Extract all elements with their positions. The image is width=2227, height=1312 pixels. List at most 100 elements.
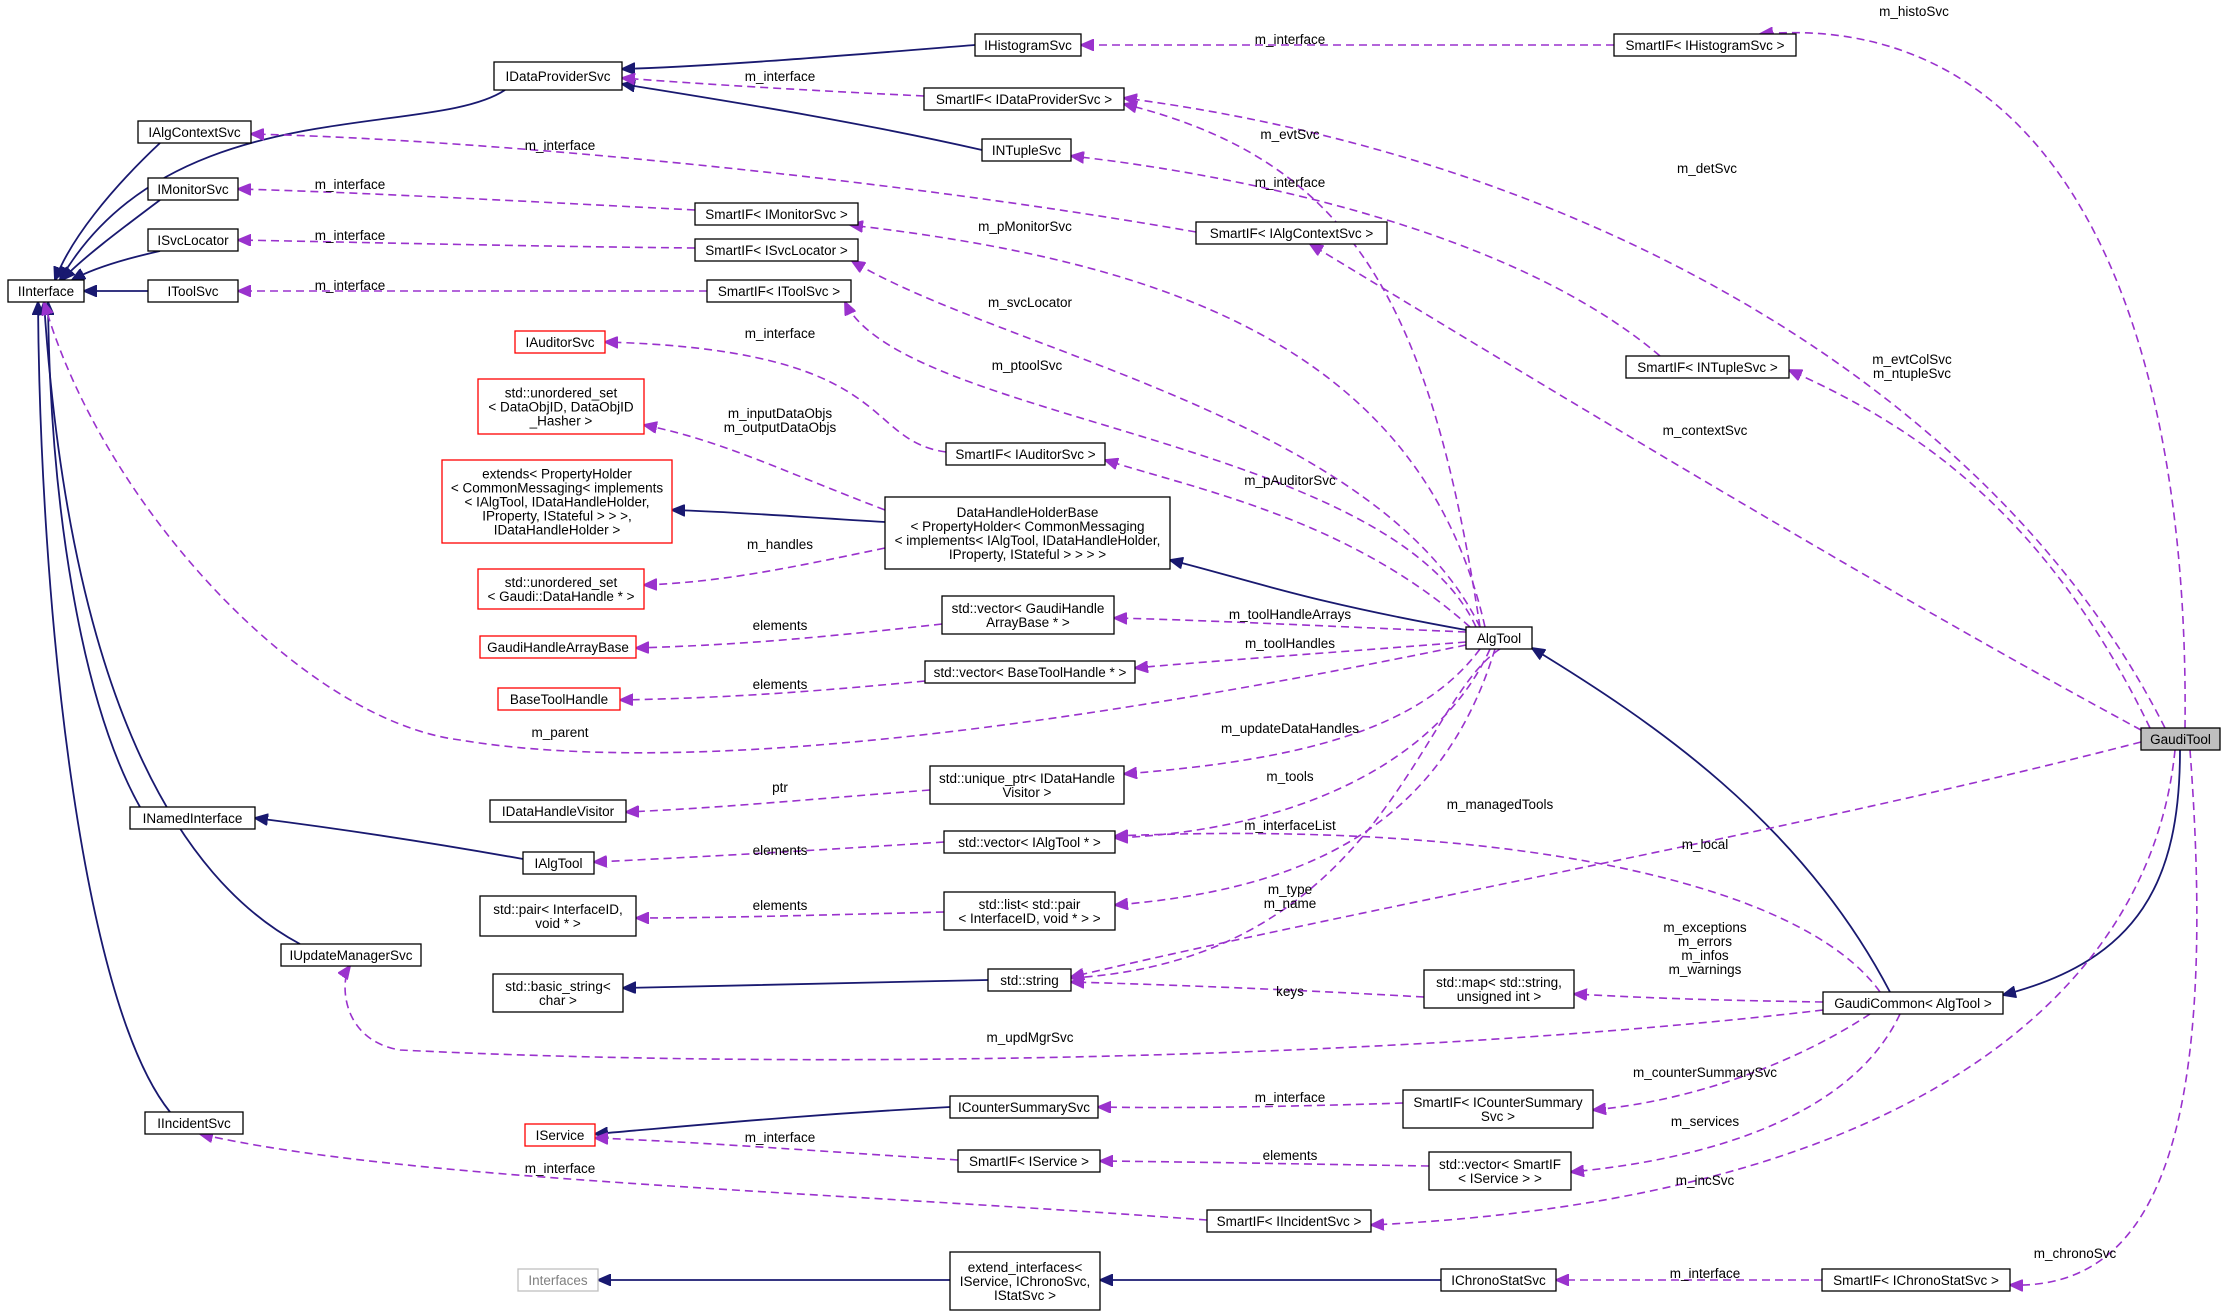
usage-edge-47 bbox=[44, 302, 1467, 754]
class-node-smartif-iservice[interactable]: SmartIF< IService > bbox=[957, 1149, 1101, 1173]
edge-label: m_interface bbox=[315, 228, 386, 243]
edge-label: m_local bbox=[1682, 837, 1729, 852]
class-node-smartif-imonitorsvc[interactable]: SmartIF< IMonitorSvc > bbox=[694, 202, 859, 226]
class-node-label: std::unordered_set< DataObjID, DataObjID… bbox=[488, 386, 633, 429]
class-node-iupdatemanagersvc[interactable]: IUpdateManagerSvc bbox=[280, 943, 422, 967]
class-node-label: ICounterSummarySvc bbox=[958, 1100, 1090, 1115]
usage-edge-55 bbox=[1310, 244, 2142, 731]
edge-label: m_chronoSvc bbox=[2034, 1246, 2117, 1261]
class-node-label: IToolSvc bbox=[167, 284, 218, 299]
usage-edge-27 bbox=[644, 425, 886, 511]
class-node-algtool[interactable]: AlgTool bbox=[1465, 626, 1533, 650]
class-node-list-pair[interactable]: std::list< std::pair< InterfaceID, void … bbox=[943, 891, 1116, 931]
edges-layer bbox=[38, 33, 2198, 1286]
usage-edge-37 bbox=[1100, 1161, 1430, 1166]
inheritance-edge-12 bbox=[1170, 560, 1467, 631]
class-node-intuplesvc[interactable]: INTupleSvc bbox=[981, 138, 1072, 162]
class-node-unordered-set-dataobjid[interactable]: std::unordered_set< DataObjID, DataObjID… bbox=[477, 378, 645, 435]
class-node-pair-interfaceid[interactable]: std::pair< InterfaceID,void * > bbox=[479, 895, 637, 937]
class-node-idatahandlevisitor[interactable]: IDataHandleVisitor bbox=[489, 799, 627, 823]
usage-edge-42 bbox=[852, 261, 1481, 628]
class-node-vector-basetoolhandle[interactable]: std::vector< BaseToolHandle * > bbox=[924, 660, 1136, 684]
class-node-label: SmartIF< ISvcLocator > bbox=[705, 243, 848, 258]
class-node-std-string[interactable]: std::string bbox=[987, 968, 1072, 992]
edge-label: m_interface bbox=[525, 138, 596, 153]
edge-label: m_evtSvc bbox=[1260, 127, 1320, 142]
class-node-iservice[interactable]: IService bbox=[524, 1123, 596, 1147]
class-node-datahandleholderbase[interactable]: DataHandleHolderBase< PropertyHolder< Co… bbox=[884, 496, 1171, 570]
edge-label: m_interfaceList bbox=[1244, 818, 1336, 833]
edge-label: m_interface bbox=[315, 177, 386, 192]
class-node-label: INamedInterface bbox=[143, 811, 243, 826]
class-node-isvclocator[interactable]: ISvcLocator bbox=[147, 228, 239, 252]
class-node-iauditorsvc[interactable]: IAuditorSvc bbox=[514, 330, 606, 354]
edge-label: m_interface bbox=[1255, 32, 1326, 47]
class-node-ialgtool[interactable]: IAlgTool bbox=[522, 851, 595, 875]
class-node-inamedinterface[interactable]: INamedInterface bbox=[129, 806, 256, 830]
usage-edge-61 bbox=[345, 966, 1824, 1061]
edge-label: m_updMgrSvc bbox=[986, 1030, 1073, 1045]
usage-edge-49 bbox=[1115, 648, 1491, 838]
class-node-smartif-iincidentsvc[interactable]: SmartIF< IIncidentSvc > bbox=[1206, 1209, 1372, 1233]
class-node-label: GaudiHandleArrayBase bbox=[487, 640, 629, 655]
usage-edge-59 bbox=[1115, 833, 1881, 993]
class-node-ichronostatsvc[interactable]: IChronoStatSvc bbox=[1440, 1268, 1557, 1292]
class-node-itoolsvc[interactable]: IToolSvc bbox=[147, 279, 239, 303]
class-node-icountersummarysvc[interactable]: ICounterSummarySvc bbox=[949, 1095, 1099, 1119]
class-node-iinterface[interactable]: IInterface bbox=[7, 279, 85, 303]
class-node-basic-string[interactable]: std::basic_string<char > bbox=[492, 973, 624, 1013]
class-node-smartif-iauditorsvc[interactable]: SmartIF< IAuditorSvc > bbox=[945, 442, 1106, 466]
class-node-gauditool[interactable]: GaudiTool bbox=[2140, 727, 2221, 751]
class-node-smartif-idataprovidersvc[interactable]: SmartIF< IDataProviderSvc > bbox=[923, 87, 1125, 111]
edge-label: m_toolHandleArrays bbox=[1229, 607, 1352, 622]
class-node-map-string-uint[interactable]: std::map< std::string,unsigned int > bbox=[1423, 969, 1575, 1009]
usage-edge-52 bbox=[1760, 33, 2186, 729]
class-node-imonitorsvc[interactable]: IMonitorSvc bbox=[147, 177, 239, 201]
class-node-label: SmartIF< IToolSvc > bbox=[718, 284, 840, 299]
usage-edge-33 bbox=[636, 911, 945, 918]
class-node-idataprovidersvc[interactable]: IDataProviderSvc bbox=[493, 61, 623, 91]
class-node-vector-smartif-iservice[interactable]: std::vector< SmartIF< IService > > bbox=[1428, 1151, 1572, 1191]
class-node-label: IAlgContextSvc bbox=[148, 125, 241, 140]
class-node-label: std::vector< SmartIF< IService > > bbox=[1439, 1157, 1561, 1186]
class-node-ialgcontextsvc[interactable]: IAlgContextSvc bbox=[137, 120, 252, 144]
class-node-smartif-ihistogramsvc[interactable]: SmartIF< IHistogramSvc > bbox=[1613, 33, 1797, 57]
class-node-label: extend_interfaces<IService, IChronoSvc,I… bbox=[960, 1260, 1091, 1303]
class-node-extends-propertyholder[interactable]: extends< PropertyHolder< CommonMessaging… bbox=[441, 459, 673, 544]
class-node-smartif-itoolsvc[interactable]: SmartIF< IToolSvc > bbox=[706, 279, 852, 303]
usage-edge-60 bbox=[1574, 994, 1824, 1003]
edge-label: m_updateDataHandles bbox=[1221, 721, 1359, 736]
usage-edge-46 bbox=[1135, 641, 1467, 668]
inheritance-edge-1 bbox=[55, 142, 161, 280]
class-node-gaudihandlearraybase[interactable]: GaudiHandleArrayBase bbox=[479, 635, 637, 659]
class-node-vector-ialgtool[interactable]: std::vector< IAlgTool * > bbox=[943, 830, 1116, 854]
class-node-label: std::unordered_set< Gaudi::DataHandle * … bbox=[487, 575, 634, 604]
class-node-smartif-ialgcontextsvc[interactable]: SmartIF< IAlgContextSvc > bbox=[1195, 221, 1388, 245]
edge-label: m_interface bbox=[745, 1130, 816, 1145]
edge-label: m_contextSvc bbox=[1663, 423, 1748, 438]
class-node-basetoolhandle[interactable]: BaseToolHandle bbox=[497, 687, 621, 711]
class-node-iincidentsvc[interactable]: IIncidentSvc bbox=[144, 1111, 244, 1135]
class-node-gaudicommon-algtool[interactable]: GaudiCommon< AlgTool > bbox=[1822, 991, 2004, 1015]
class-node-unordered-set-datahandle[interactable]: std::unordered_set< Gaudi::DataHandle * … bbox=[477, 568, 645, 610]
class-node-label: GaudiTool bbox=[2150, 732, 2211, 747]
class-node-smartif-isvclocator[interactable]: SmartIF< ISvcLocator > bbox=[694, 238, 859, 262]
class-node-ihistogramsvc[interactable]: IHistogramSvc bbox=[974, 33, 1082, 57]
class-node-interfaces[interactable]: Interfaces bbox=[517, 1268, 599, 1292]
edge-label: m_services bbox=[1671, 1114, 1740, 1129]
edge-label: elements bbox=[753, 843, 808, 858]
usage-edge-40 bbox=[1124, 104, 1481, 628]
usage-edge-53 bbox=[1124, 98, 2166, 729]
edge-label: m_interface bbox=[745, 69, 816, 84]
class-node-label: extends< PropertyHolder< CommonMessaging… bbox=[451, 467, 664, 538]
class-node-smartif-ichronostatsvc[interactable]: SmartIF< IChronoStatSvc > bbox=[1821, 1268, 2011, 1292]
class-node-extend-interfaces[interactable]: extend_interfaces<IService, IChronoSvc,I… bbox=[949, 1251, 1101, 1311]
class-node-smartif-intuplesvc[interactable]: SmartIF< INTupleSvc > bbox=[1625, 355, 1790, 379]
